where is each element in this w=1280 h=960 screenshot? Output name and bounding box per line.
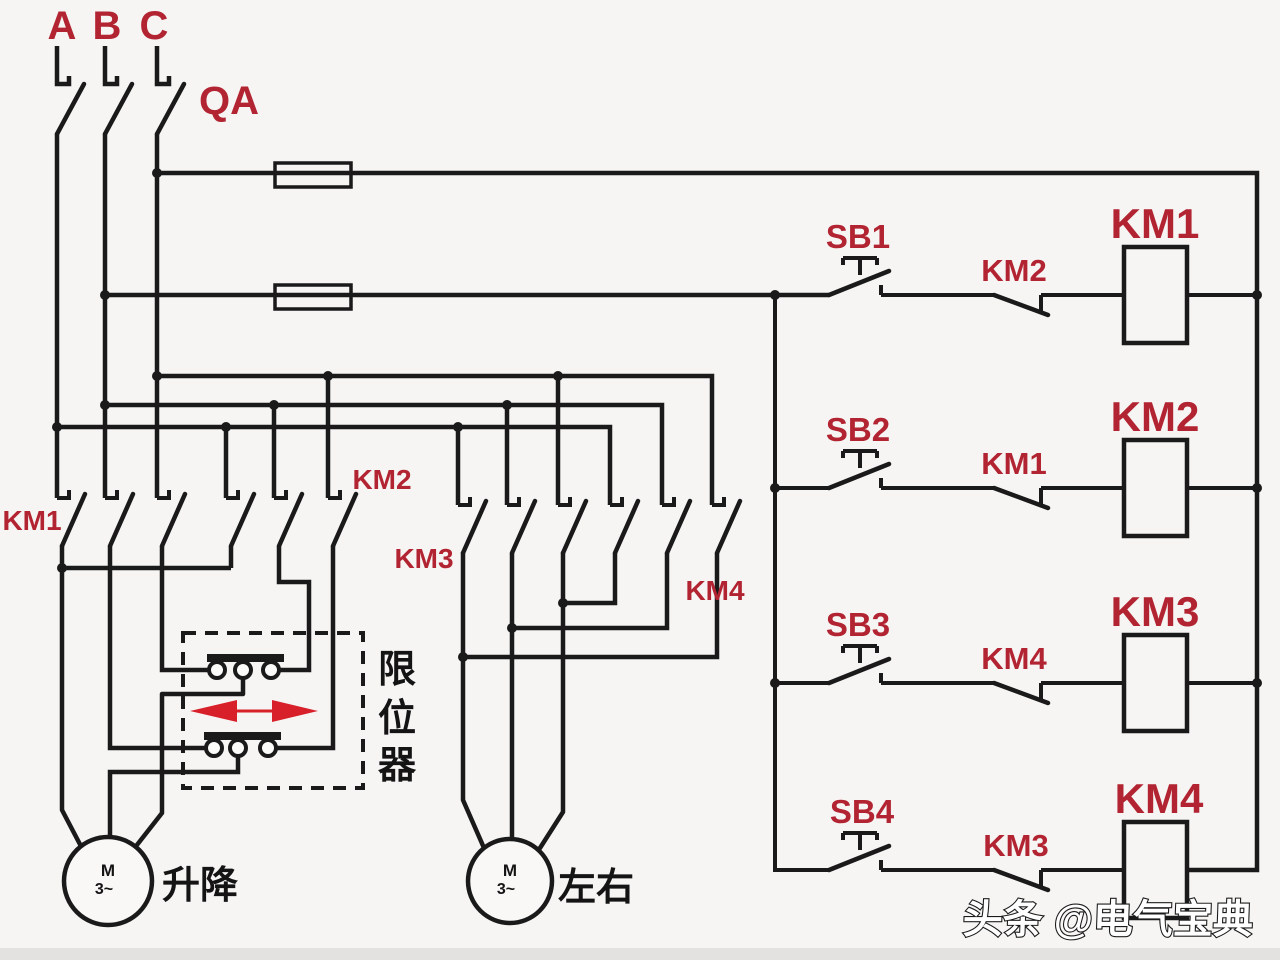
phase-c-label: C [140, 4, 169, 48]
control-left-row-wires [775, 486, 829, 685]
km2-main-contacts [228, 491, 359, 549]
control-right-row-wires [1187, 293, 1257, 685]
traverse-motor-symbol: M [503, 861, 517, 880]
sb1-plunger [841, 256, 879, 275]
sb4-label: SB4 [830, 793, 895, 830]
phase-c-stub [154, 46, 172, 87]
bottom-strip [0, 948, 1280, 960]
km3-coil-label: KM3 [1111, 588, 1200, 635]
row-4 [826, 819, 1190, 921]
sb3-label: SB3 [826, 606, 890, 643]
sb1-button-blade [826, 268, 892, 298]
limit-bar-bottom [204, 732, 281, 740]
fuse-1 [273, 161, 353, 189]
hoist-motor-name: 升降 [162, 865, 238, 907]
km1-interlock-label: KM1 [981, 446, 1046, 481]
travel-direction-arrow [190, 700, 318, 722]
km4-main-contacts [612, 498, 743, 556]
sb2-plunger [841, 449, 879, 468]
qa-label: QA [199, 79, 259, 123]
limit-label-char3: 器 [378, 745, 417, 787]
row-2 [826, 437, 1190, 539]
control-left-bus [773, 295, 829, 872]
hoist-motor-wiring [59, 543, 336, 855]
km3-coil [1121, 632, 1190, 734]
km1-main-contacts [59, 491, 188, 549]
limit-switch-box [181, 631, 365, 790]
qa-blade-a [54, 81, 87, 137]
bus-phase-b [105, 402, 665, 505]
traverse-motor-phase: 3~ [497, 881, 515, 898]
km1-bank-label: KM1 [2, 505, 61, 536]
sb3-button-blade [826, 656, 892, 686]
bus-phase-a [57, 424, 613, 505]
limit-bar-top [207, 654, 284, 662]
limit-label-char1: 限 [378, 649, 416, 691]
km1-coil [1121, 244, 1190, 346]
hoist-motor [61, 834, 155, 928]
km3-bank-label: KM3 [394, 543, 453, 574]
limit-label-char2: 位 [378, 698, 416, 740]
qa-disconnect-switch [54, 46, 187, 137]
km4-bank-label: KM4 [685, 575, 745, 606]
control-rows [826, 244, 1190, 921]
limit-box-outline [181, 631, 365, 790]
traverse-motor-name: 左右 [558, 867, 634, 909]
watermark: 头条 @电气宝典 [962, 898, 1254, 942]
sb2-label: SB2 [826, 411, 890, 448]
fuse-2 [273, 283, 353, 311]
km4-coil-label: KM4 [1115, 775, 1204, 822]
qa-blade-c [154, 81, 187, 137]
traverse-motor-wiring [460, 550, 720, 851]
sb4-button-blade [826, 843, 892, 873]
junction-dots [52, 168, 1262, 688]
km4-coil [1121, 819, 1190, 921]
phase-b-stub [102, 46, 120, 87]
km3-main-contacts [460, 498, 589, 556]
sb1-label: SB1 [826, 218, 890, 255]
sb4-plunger [841, 831, 879, 850]
row-3 [826, 632, 1190, 734]
control-feed-top-line [157, 170, 1260, 873]
sb3-plunger [841, 644, 879, 663]
km2-bank-label: KM2 [352, 464, 411, 495]
km2-coil [1121, 437, 1190, 539]
km4-interlock-label: KM4 [981, 641, 1047, 676]
sb2-button-blade [826, 461, 892, 491]
contact-terminals [57, 490, 726, 507]
km1-coil-label: KM1 [1111, 200, 1200, 247]
hoist-motor-phase: 3~ [95, 881, 113, 898]
traverse-motor [465, 836, 555, 926]
bus-phase-c [157, 373, 715, 505]
hoist-motor-symbol: M [101, 861, 115, 880]
km2-coil-label: KM2 [1111, 393, 1200, 440]
labels: A B C QA KM1 KM2 KM3 KM4 限 位 器 M 3~ 升降 M… [2, 4, 1254, 943]
row-1 [826, 244, 1190, 346]
km3-interlock-label: KM3 [983, 828, 1048, 863]
qa-blade-b [102, 81, 135, 137]
km2-interlock-label: KM2 [981, 253, 1046, 288]
phase-b-label: B [93, 4, 122, 48]
phase-a-label: A [48, 4, 77, 48]
phase-a-stub [54, 46, 72, 87]
